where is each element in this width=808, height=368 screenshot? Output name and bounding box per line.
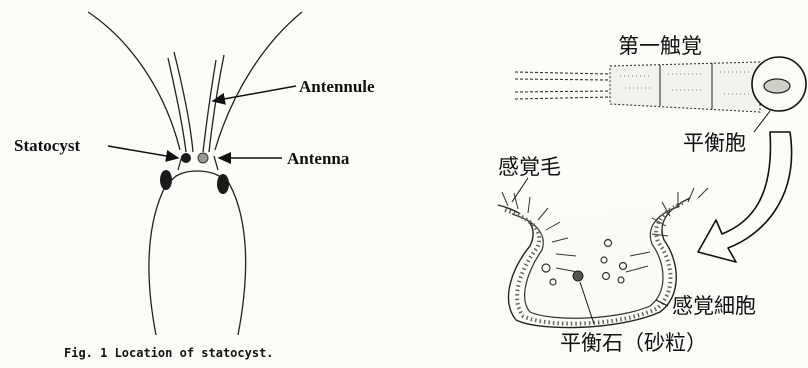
sensory-hair-label: 感覚毛	[498, 157, 561, 178]
first-antenna-diagram	[515, 62, 760, 112]
body-right-outline	[226, 178, 246, 335]
flagellum-upper	[515, 72, 610, 80]
sensory-hair-leader	[512, 178, 528, 202]
right-antennule-outer	[209, 55, 224, 152]
flagellum-lower	[515, 91, 610, 99]
statocyst-arrow	[108, 146, 178, 158]
statocyst-inner-wall	[512, 206, 680, 318]
shrimp-head-diagram	[88, 12, 302, 335]
right-antennule-inner	[203, 60, 216, 152]
sensory-cell-label: 感覚細胞	[672, 296, 756, 317]
left-eye	[160, 170, 172, 190]
head-base	[172, 171, 224, 180]
antenna-label: Antenna	[287, 150, 349, 167]
figure-caption: Fig. 1 Location of statocyst.	[64, 347, 274, 359]
antennule-label: Antennule	[299, 78, 375, 95]
left-antenna-flagellum	[88, 12, 180, 150]
statocyst-label-leader	[754, 111, 770, 132]
right-eye	[217, 174, 229, 194]
left-statocyst-dot	[181, 153, 191, 163]
statocyst-label: Statocyst	[14, 137, 80, 154]
statolith-grain	[573, 271, 583, 281]
right-scale	[214, 156, 218, 170]
statocyst-jp-label: 平衡胞	[683, 133, 746, 154]
first-antenna-label: 第一触覚	[618, 36, 702, 57]
right-antenna-flagellum	[215, 12, 302, 150]
statocyst-inset	[764, 79, 790, 93]
antenna-segment-body	[610, 62, 760, 112]
right-statocyst-dot	[198, 153, 208, 163]
body-left-outline	[149, 178, 170, 335]
statolith-label: 平衡石（砂粒）	[560, 333, 707, 354]
antennule-arrow	[213, 86, 296, 101]
